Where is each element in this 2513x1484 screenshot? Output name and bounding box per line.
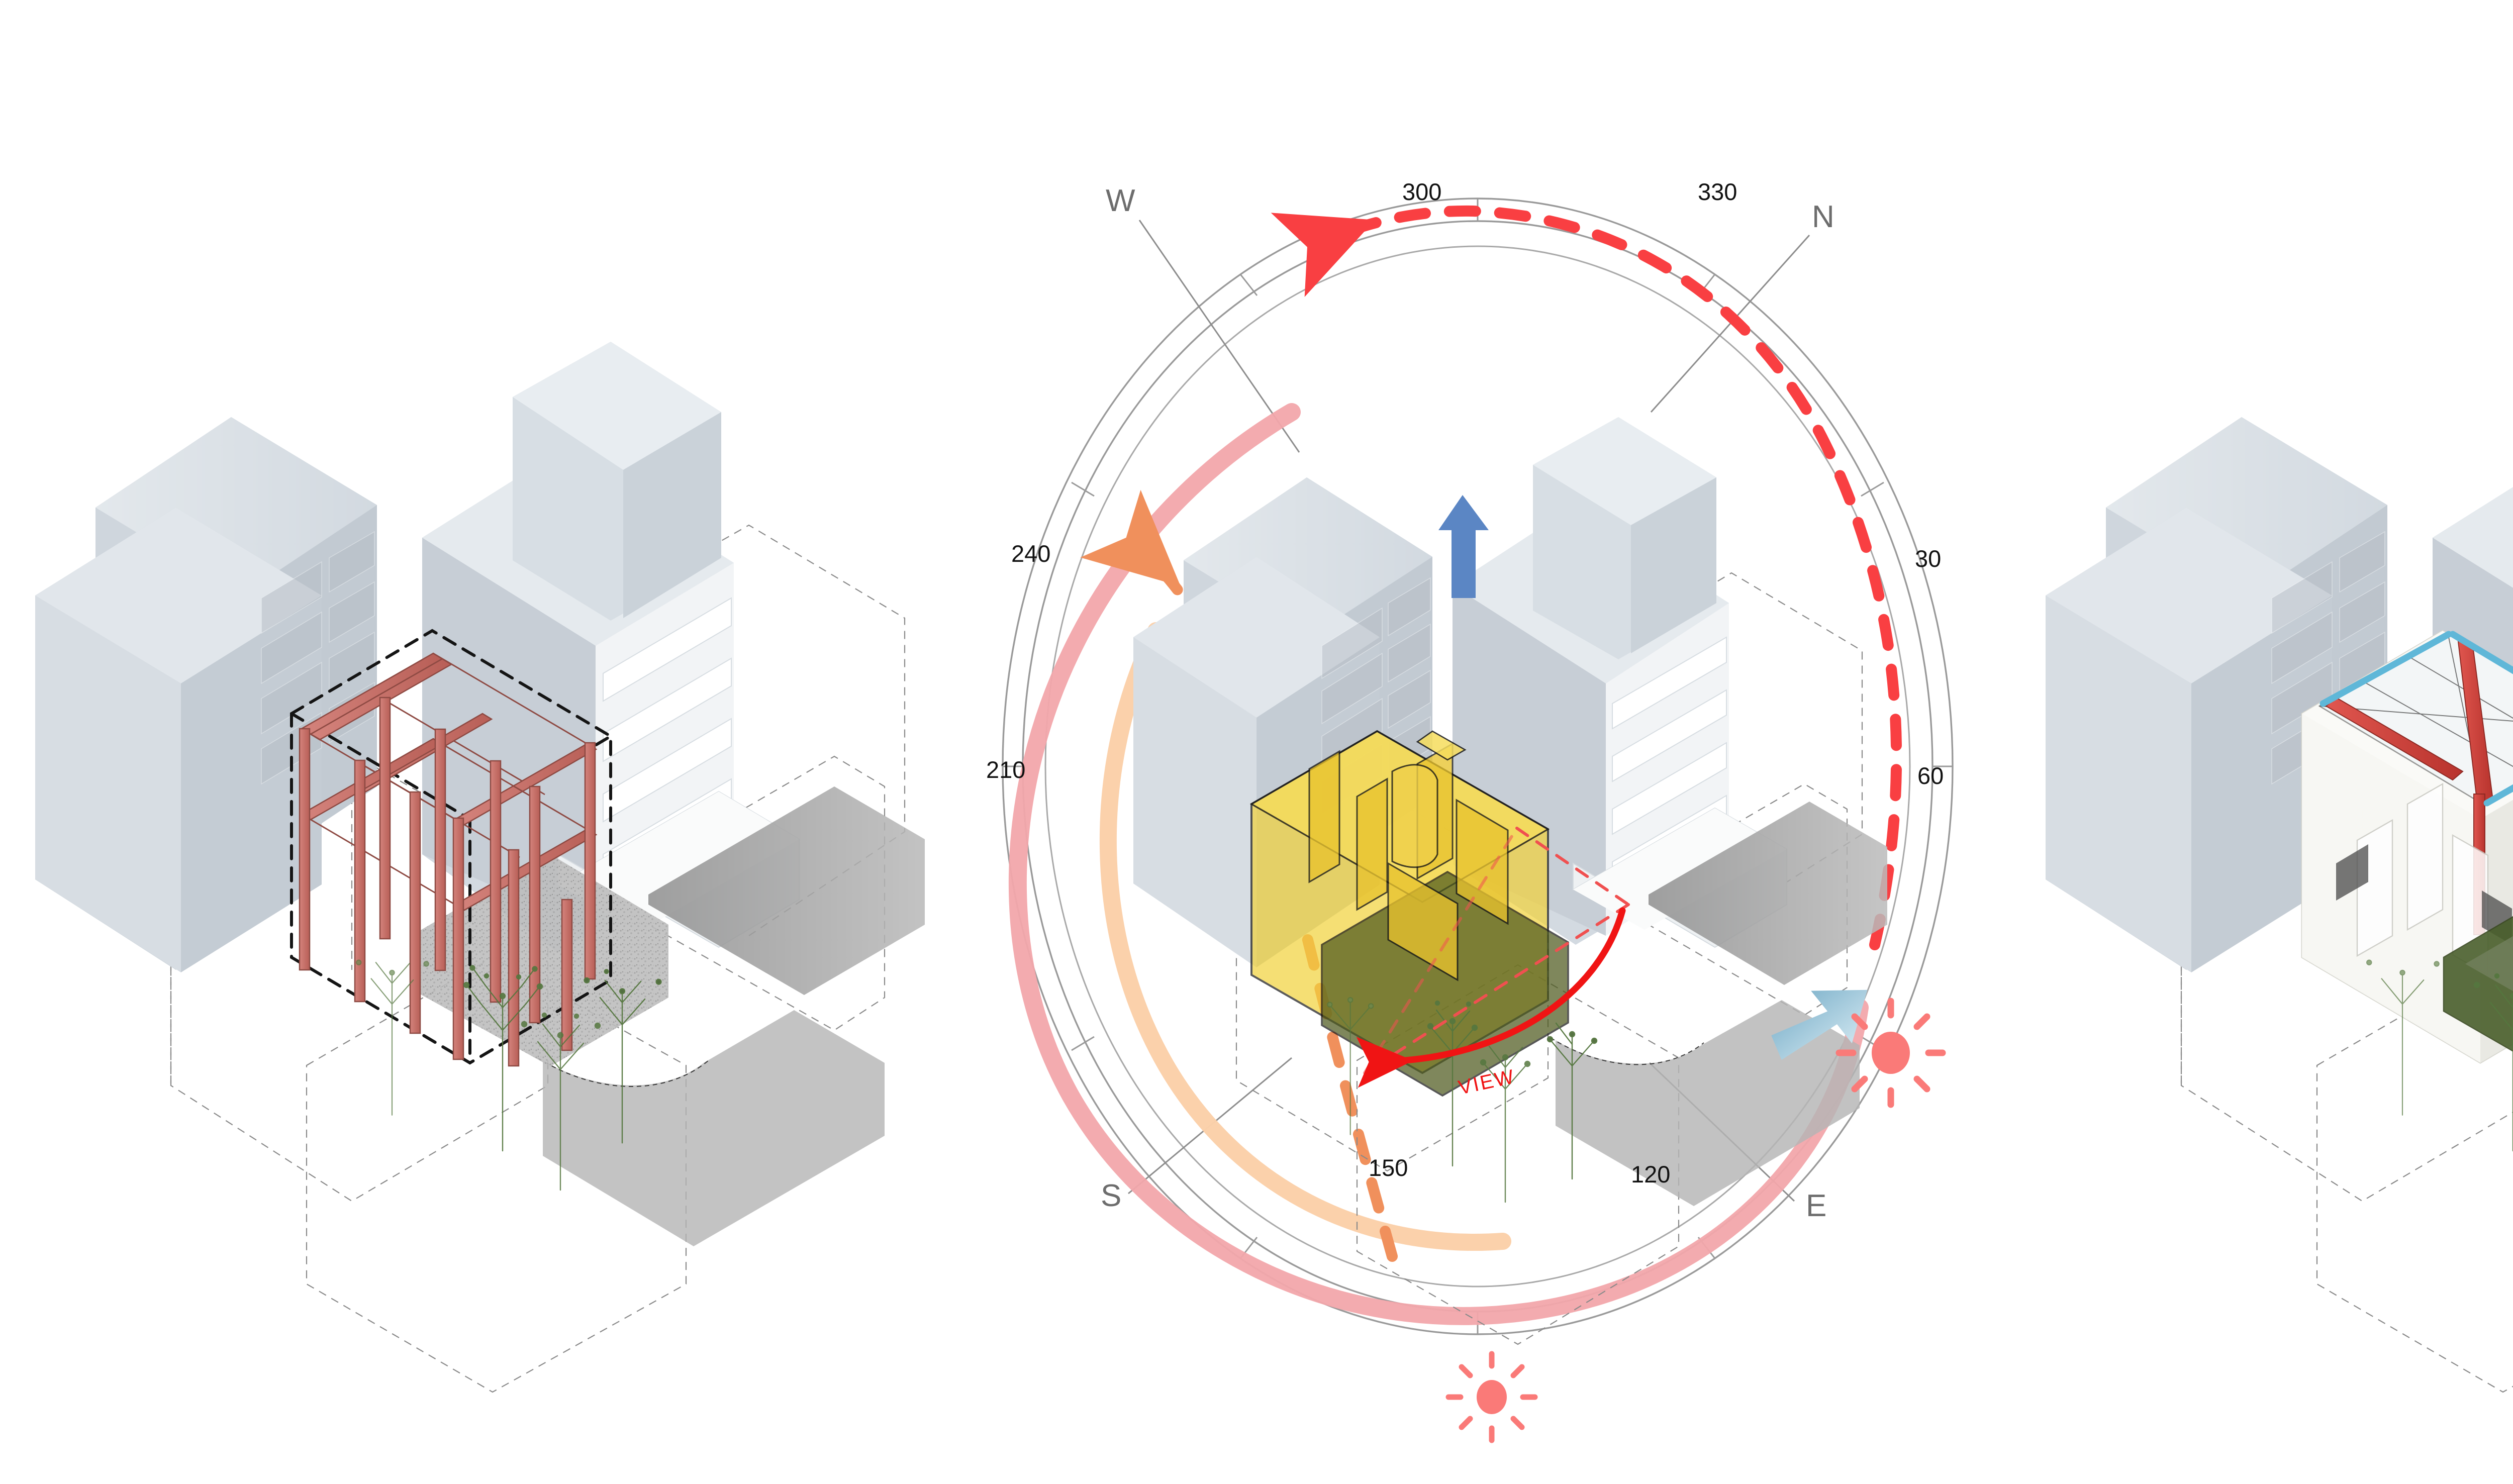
winter-solstice-band	[1099, 622, 1511, 1251]
sun-icon-east	[1835, 998, 1946, 1108]
tick-label-210: 210	[986, 756, 1025, 783]
leader-line-north	[1650, 234, 1810, 413]
view-sightline-dashed	[1363, 827, 1630, 1074]
center-tree-cluster	[1327, 997, 1598, 1203]
summer-solstice-dashed-trace	[1271, 205, 1902, 950]
panel-sun-path: VIEW	[854, 0, 2136, 1484]
tick-label-60: 60	[1917, 762, 1944, 789]
panel-completed-building	[2010, 0, 2513, 1484]
summer-solstice-band	[1008, 403, 1869, 1325]
panel-structural-frame	[0, 0, 955, 1484]
label-south: S	[1101, 1178, 1121, 1213]
compass-labels: W N E S	[1101, 183, 1834, 1223]
right-axonometric-svg	[2046, 417, 2513, 1393]
gravel-plot-left	[417, 854, 668, 1066]
sun-icon-south	[1445, 1351, 1538, 1443]
tick-label-330: 330	[1698, 178, 1737, 205]
right-tree-cluster	[2366, 959, 2513, 1152]
tick-label-30: 30	[1915, 545, 1941, 572]
airflow-up-arrow	[1438, 495, 1489, 598]
tree-cluster-left	[356, 959, 662, 1191]
tick-label-120: 120	[1631, 1161, 1670, 1188]
structural-frame-red	[299, 652, 598, 1067]
compass-third-circle	[1044, 245, 1911, 1288]
label-north: N	[1812, 200, 1834, 234]
wind-arrow	[1771, 990, 1868, 1060]
center-site-model: VIEW	[1133, 417, 1887, 1345]
degree-tick-labels: 300 330 30 60 120 150 210 240	[986, 178, 1944, 1188]
tick-label-300: 300	[1402, 178, 1441, 205]
sun-path-svg: VIEW	[986, 178, 1954, 1443]
left-axonometric-svg	[35, 342, 925, 1393]
right-building-front-left	[2046, 508, 2332, 972]
tick-label-240: 240	[1011, 540, 1050, 567]
label-east: E	[1806, 1189, 1826, 1223]
tick-label-150: 150	[1369, 1154, 1408, 1181]
label-west: W	[1106, 183, 1135, 218]
view-arc	[1356, 907, 1626, 1088]
